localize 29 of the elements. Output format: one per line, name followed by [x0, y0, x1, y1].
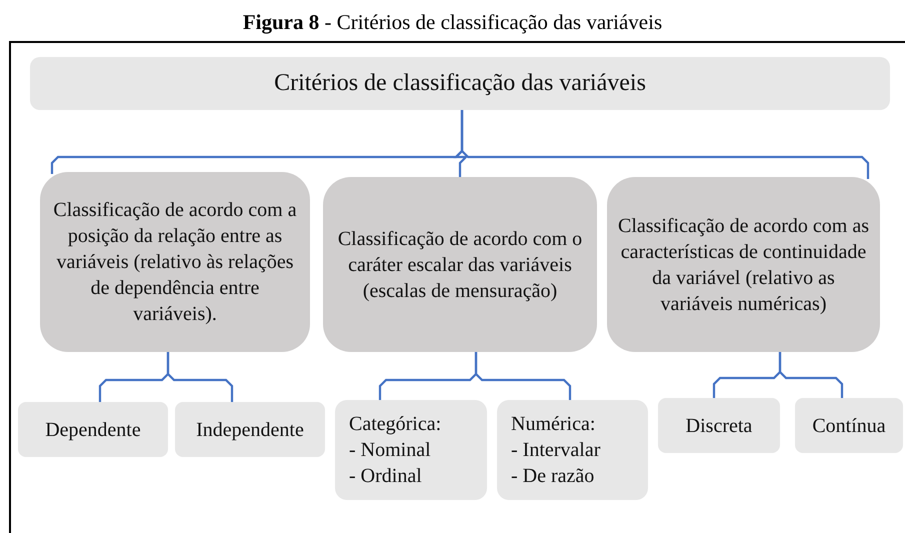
- list-item: - Intervalar: [511, 438, 600, 463]
- box-label: Discreta: [686, 414, 752, 438]
- category-box: [175, 402, 325, 457]
- category-box: [607, 177, 880, 352]
- category-box: [658, 398, 780, 453]
- list-item: - Ordinal: [349, 464, 422, 489]
- list-item: - Nominal: [349, 438, 431, 463]
- list-heading: Categórica:: [349, 412, 442, 437]
- tree-connector: [460, 110, 870, 179]
- tree-connector: [166, 352, 234, 402]
- tree-connector: [778, 352, 844, 398]
- figure-title: Figura 8 - Critérios de classificação das variáveis: [242, 10, 664, 35]
- box-label: Classificação de acordo com as características de continuidade da variável (relativo as variáveis numéricas): [616, 214, 870, 316]
- category-box: [323, 177, 597, 352]
- box-label: Dependente: [45, 418, 141, 442]
- category-box: [40, 172, 310, 352]
- tree-connector: [474, 352, 572, 400]
- title-box: [30, 57, 890, 110]
- box-label: Critérios de classificação das variáveis: [274, 68, 646, 98]
- list-item: - De razão: [511, 464, 594, 489]
- box-label: Classificação de acordo com a posição da relação entre as variáveis (relativo às relações de dependência entre variáveis).: [52, 198, 298, 327]
- box-label: Contínua: [812, 414, 886, 438]
- category-box: [497, 400, 648, 500]
- box-label: Classificação de acordo com o caráter escalar das variáveis (escalas de mensuração): [336, 226, 584, 304]
- category-box: [335, 400, 487, 500]
- list-heading: Numérica:: [511, 412, 596, 437]
- category-box: [18, 402, 168, 457]
- box-label: Independente: [196, 418, 304, 442]
- category-box: [795, 398, 903, 453]
